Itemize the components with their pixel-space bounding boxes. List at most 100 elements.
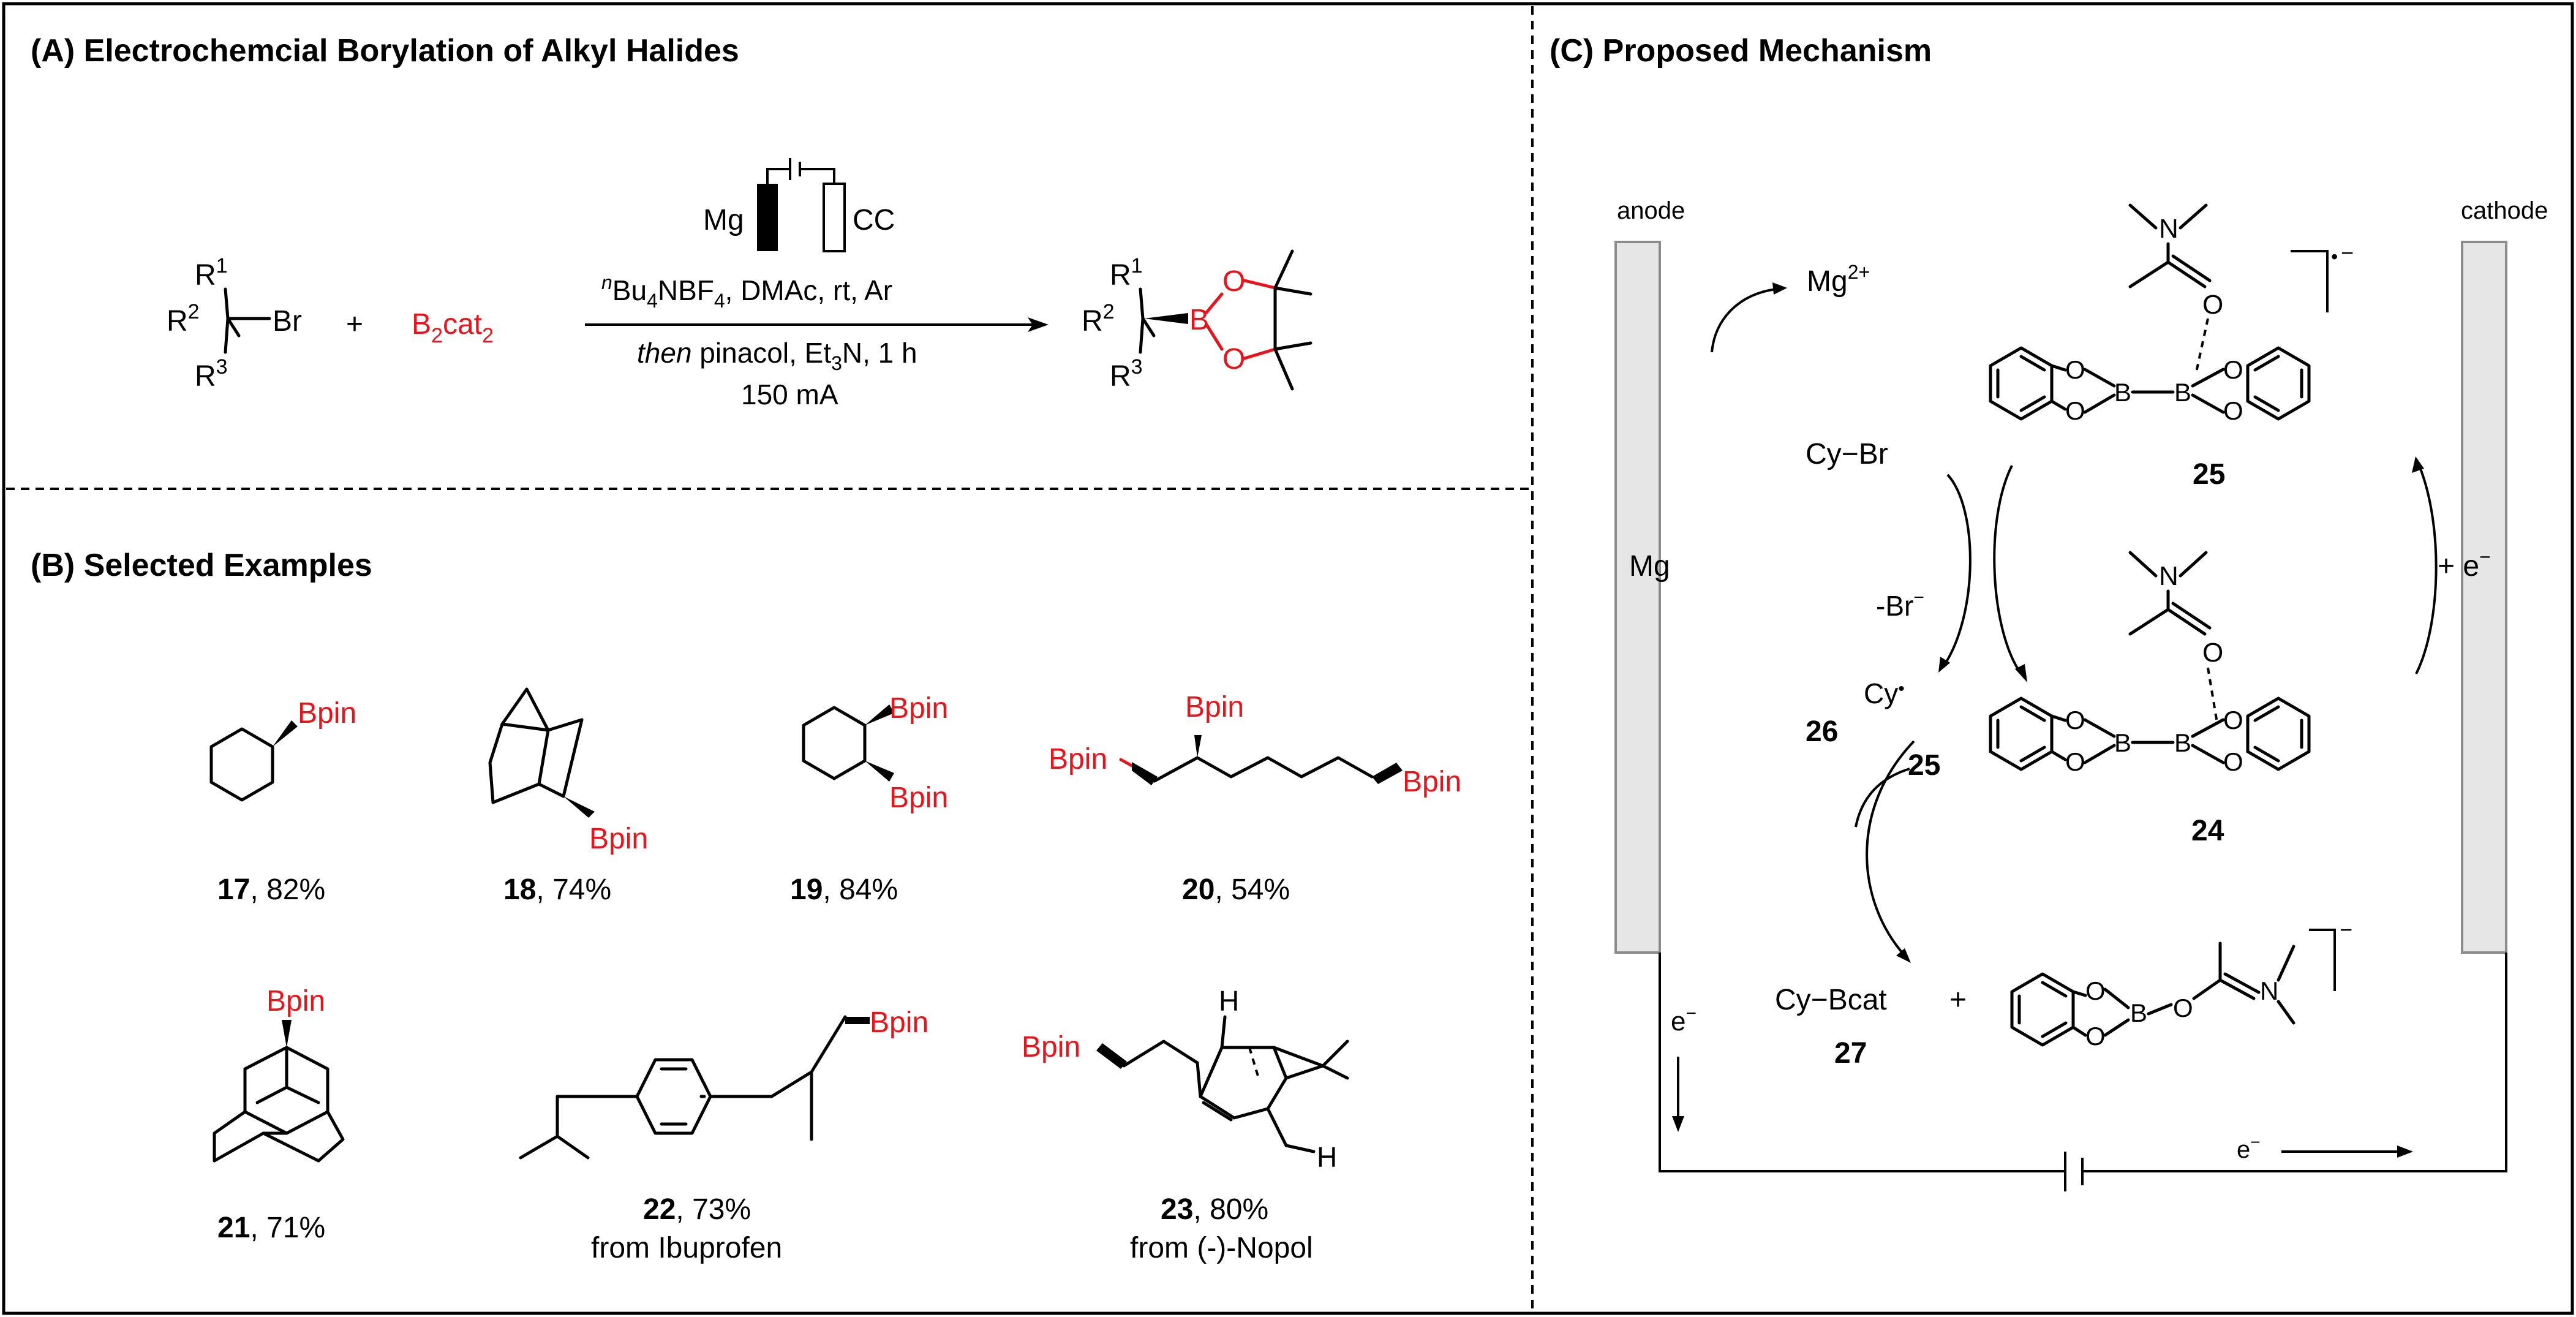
svg-text:O: O bbox=[2223, 396, 2243, 425]
cyclohexyl-bromide: Cy−Br bbox=[1806, 438, 1888, 470]
svg-text:Bpin: Bpin bbox=[1185, 691, 1244, 723]
example-20: Bpin Bpin Bpin 20, 54% bbox=[1049, 691, 1461, 906]
anode-metal-label: Mg bbox=[1629, 550, 1670, 583]
bromide-loss-label: -Br− bbox=[1876, 587, 1924, 622]
svg-text:17, 82%: 17, 82% bbox=[217, 874, 325, 906]
svg-text:R2: R2 bbox=[1082, 300, 1115, 338]
svg-text:H: H bbox=[1219, 985, 1239, 1017]
svg-text:Bpin: Bpin bbox=[870, 1006, 928, 1039]
svg-text:•: • bbox=[2331, 246, 2338, 268]
svg-text:R3: R3 bbox=[195, 355, 228, 393]
example-18: Bpin 18, 74% bbox=[488, 687, 648, 906]
svg-text:N: N bbox=[2159, 214, 2179, 244]
example-23-source: from (-)-Nopol bbox=[1130, 1232, 1313, 1264]
svg-text:O: O bbox=[2202, 638, 2223, 668]
svg-text:Bpin: Bpin bbox=[589, 823, 648, 855]
cyclohexyl-radical: Cy• bbox=[1864, 677, 1905, 709]
svg-text:O: O bbox=[2202, 290, 2223, 320]
arrow-25-to-24 bbox=[1993, 465, 2022, 675]
svg-text:Br: Br bbox=[273, 305, 302, 338]
svg-text:B: B bbox=[2114, 378, 2131, 407]
example-23-caption: 23, 80% bbox=[1161, 1193, 1268, 1226]
example-22-source: from Ibuprofen bbox=[591, 1232, 782, 1264]
panel-b-heading: (B) Selected Examples bbox=[31, 548, 372, 583]
arrow-cybr-to-radical bbox=[1943, 474, 1972, 666]
reaction-arrowhead bbox=[1028, 317, 1049, 332]
svg-text:Bpin: Bpin bbox=[1022, 1031, 1080, 1063]
svg-text:B: B bbox=[2130, 998, 2147, 1027]
plus-sign-mech: + bbox=[1949, 984, 1967, 1016]
svg-text:R1: R1 bbox=[1110, 254, 1143, 292]
svg-text:18, 74%: 18, 74% bbox=[503, 874, 611, 906]
panel-c-heading: (C) Proposed Mechanism bbox=[1550, 33, 1932, 69]
svg-text:Bpin: Bpin bbox=[298, 697, 356, 730]
svg-text:Mg: Mg bbox=[703, 204, 744, 236]
svg-text:O: O bbox=[2065, 706, 2085, 734]
svg-text:N: N bbox=[2159, 561, 2179, 591]
svg-text:O: O bbox=[1222, 265, 1245, 298]
svg-text:−: − bbox=[2340, 917, 2352, 942]
svg-text:Bpin: Bpin bbox=[266, 985, 325, 1017]
example-17: Bpin 17, 82% bbox=[209, 697, 356, 906]
example-21-caption: 21, 71% bbox=[217, 1212, 325, 1244]
example-22: Bpin bbox=[519, 1006, 928, 1160]
svg-text:R3: R3 bbox=[1110, 355, 1143, 393]
svg-text:Bpin: Bpin bbox=[889, 782, 948, 814]
svg-text:R1: R1 bbox=[195, 254, 228, 292]
electron-flow-label-right: e− bbox=[2237, 1133, 2261, 1163]
svg-text:B: B bbox=[2174, 378, 2191, 407]
mg2plus-ion: Mg2+ bbox=[1807, 261, 1870, 298]
svg-text:O: O bbox=[2085, 976, 2106, 1005]
svg-text:25: 25 bbox=[2193, 458, 2225, 491]
reaction-scheme: R1 R2 R3 Br + B2cat2 Mg CC nBu4NBF4, DMA… bbox=[167, 158, 1312, 410]
alkyl-bromide: R1 R2 R3 Br bbox=[167, 254, 302, 393]
cathode-electrode bbox=[2461, 241, 2507, 954]
example-21: Bpin bbox=[213, 985, 345, 1163]
cathode-label: cathode bbox=[2461, 197, 2548, 224]
example-22-caption: 22, 73% bbox=[643, 1193, 751, 1226]
svg-text:O: O bbox=[2223, 747, 2243, 776]
electron-flow-label-left: e− bbox=[1671, 1003, 1697, 1036]
external-circuit-wire bbox=[1659, 953, 2065, 1172]
svg-text:Bpin: Bpin bbox=[889, 692, 948, 725]
svg-text:O: O bbox=[2223, 355, 2243, 384]
b2cat2-reagent: B2cat2 bbox=[412, 308, 494, 347]
anode-label: anode bbox=[1617, 197, 1685, 224]
arrow-radical-to-27 bbox=[1866, 740, 1915, 957]
svg-text:Bpin: Bpin bbox=[1403, 766, 1461, 798]
conditions-line-2: then pinacol, Et3N, 1 h bbox=[637, 337, 917, 374]
svg-text:B: B bbox=[2174, 728, 2191, 757]
label-27: 27 bbox=[1834, 1037, 1867, 1070]
svg-text:20, 54%: 20, 54% bbox=[1182, 874, 1290, 906]
example-19: Bpin Bpin 19, 84% bbox=[790, 692, 948, 906]
anode-electrode bbox=[1614, 241, 1661, 954]
svg-text:R2: R2 bbox=[167, 300, 200, 338]
mechanism: anode Mg cathode e− e− Mg2+ N O bbox=[1614, 197, 2548, 1191]
svg-text:Bpin: Bpin bbox=[1049, 743, 1107, 775]
svg-text:O: O bbox=[2085, 1022, 2106, 1051]
reduction-label: + e− bbox=[2438, 546, 2491, 583]
panel-a-heading: (A) Electrochemcial Borylation of Alkyl … bbox=[31, 33, 739, 69]
svg-text:O: O bbox=[2065, 747, 2085, 776]
svg-text:O: O bbox=[2065, 396, 2085, 425]
examples-grid: Bpin 17, 82% Bpin 18, 74% Bpin Bpin 19, … bbox=[209, 687, 1461, 1264]
catecholborate-amide-anion: O O B O N − bbox=[2010, 917, 2352, 1051]
svg-text:24: 24 bbox=[2191, 815, 2224, 847]
arrow-24-to-25 bbox=[2415, 465, 2438, 674]
svg-text:N: N bbox=[2260, 976, 2278, 1005]
svg-text:O: O bbox=[2065, 355, 2085, 384]
compound-25-radical-anion: N O O O B B O O bbox=[1989, 203, 2354, 491]
compound-24: N O O O B B O O bbox=[1989, 551, 2311, 847]
svg-text:O: O bbox=[1222, 343, 1245, 375]
label-26: 26 bbox=[1806, 715, 1838, 748]
cyclohexyl-bcat: Cy−Bcat bbox=[1775, 984, 1887, 1016]
svg-text:H: H bbox=[1317, 1141, 1337, 1173]
svg-text:−: − bbox=[2341, 240, 2354, 265]
electrochemical-cell-icon: Mg CC bbox=[703, 158, 895, 252]
svg-text:CC: CC bbox=[853, 204, 895, 236]
conditions-line-1: nBu4NBF4, DMAc, rt, Ar bbox=[601, 271, 892, 312]
svg-text:O: O bbox=[2223, 706, 2243, 734]
conditions-line-3: 150 mA bbox=[741, 379, 838, 410]
